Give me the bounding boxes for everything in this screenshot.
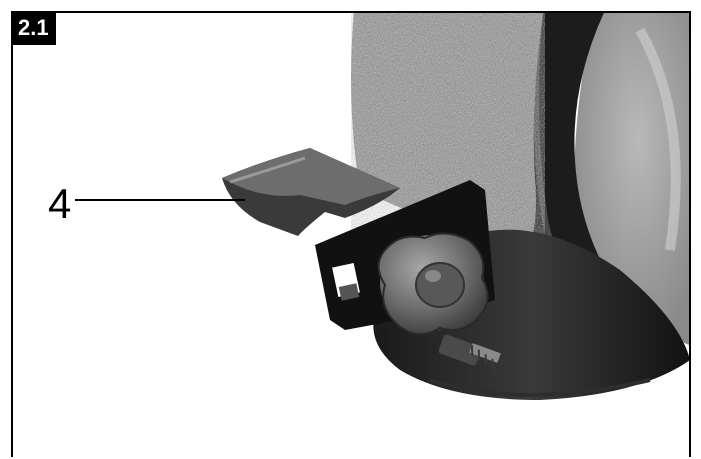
figure-label: 2.1 xyxy=(11,11,56,45)
callout-number-4: 4 xyxy=(48,180,72,227)
